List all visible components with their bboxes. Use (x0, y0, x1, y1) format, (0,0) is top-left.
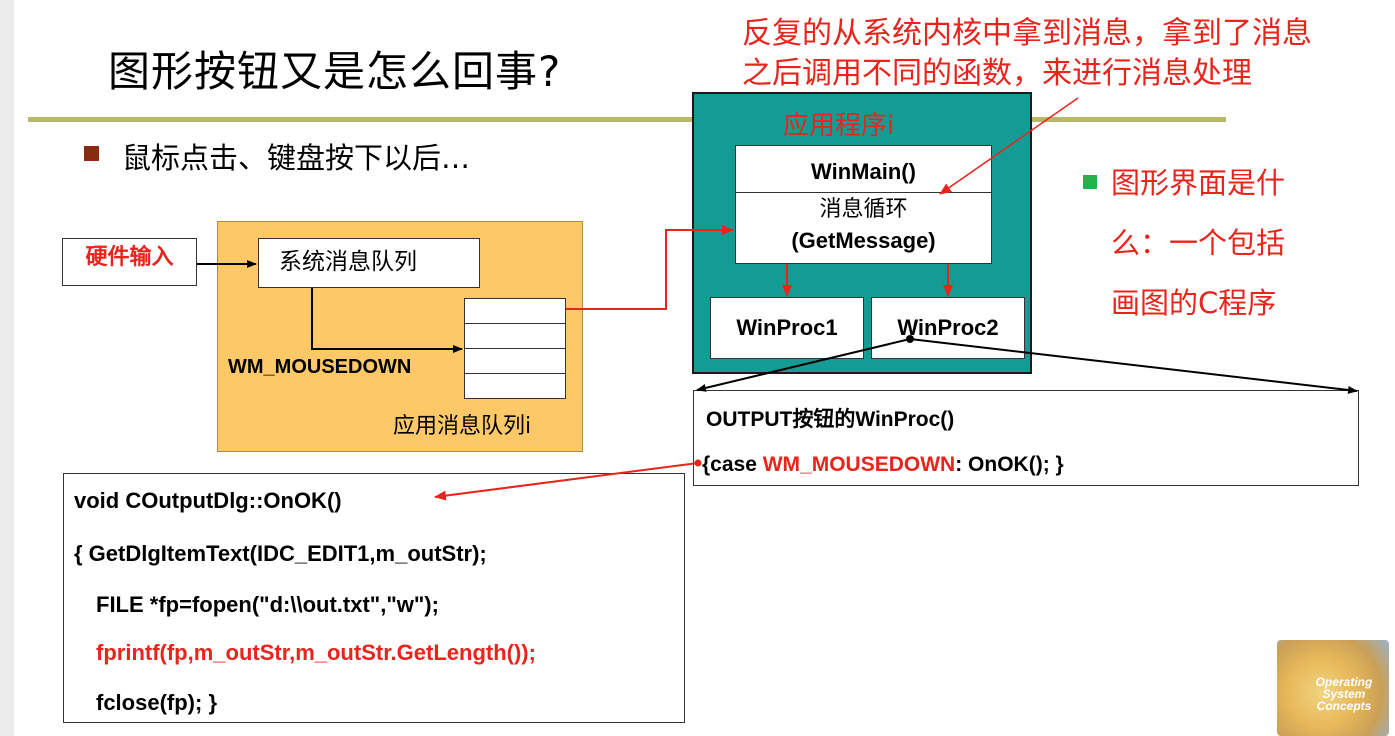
logo-line2: System (1322, 687, 1366, 701)
app-queue-stack (464, 298, 566, 399)
code-line-3: FILE *fp=fopen("d:\\out.txt","w"); (96, 592, 439, 617)
sysqueue-to-appqueue-arrow (311, 288, 463, 353)
hardware-input-box: 硬件输入 (62, 238, 197, 286)
logo-line1: Operating (1315, 675, 1373, 689)
green-bullet-square-icon (1083, 175, 1097, 189)
winproc2-left-arrow (696, 338, 911, 392)
case-suffix: : OnOK(); } (955, 453, 1064, 476)
appqueue-to-winmain-arrow (566, 225, 734, 310)
bullet-square-icon (84, 146, 99, 161)
output-case-line: {case WM_MOUSEDOWN: OnOK(); } (702, 453, 1064, 477)
queue-slot (464, 349, 566, 374)
app-queue-label: 应用消息队列i (393, 414, 532, 439)
left-bullet-text: 鼠标点击、键盘按下以后… (122, 141, 471, 175)
right-bullet-line3: 画图的C程序 (1111, 286, 1277, 320)
wm-mousedown-label: WM_MOUSEDOWN (228, 356, 412, 378)
case-prefix: {case (702, 453, 763, 476)
top-note-line1: 反复的从系统内核中拿到消息，拿到了消息 (742, 16, 1312, 51)
queue-slot (464, 324, 566, 349)
os-concepts-logo: Operating System Concepts (1277, 640, 1389, 736)
code-line-1: void COutputDlg::OnOK() (74, 488, 342, 513)
winproc1-box: WinProc1 (710, 297, 864, 359)
left-margin-strip (0, 0, 14, 736)
message-loop-label: 消息循环 (819, 196, 908, 221)
message-loop: 消息循环 (GetMessage) (736, 193, 991, 257)
case-message: WM_MOUSEDOWN (762, 453, 956, 476)
case-to-onok-arrow (434, 462, 699, 501)
winmain-box: WinMain() 消息循环 (GetMessage) (735, 145, 992, 264)
title-divider (28, 117, 1226, 122)
code-box: void COutputDlg::OnOK() { GetDlgItemText… (63, 473, 685, 723)
system-queue-box: 系统消息队列 (258, 238, 480, 288)
logo-line3: Concepts (1316, 699, 1372, 713)
slide-title: 图形按钮又是怎么回事? (108, 47, 562, 96)
queue-slot (464, 374, 566, 399)
code-line-5: fclose(fp); } (96, 690, 217, 715)
note-pointer-arrow (939, 97, 1079, 195)
winproc2-right-arrow (909, 338, 1358, 394)
application-title: 应用程序i (783, 111, 895, 141)
output-winproc-box: OUTPUT按钮的WinProc() {case WM_MOUSEDOWN: O… (693, 390, 1359, 486)
right-bullet-line1: 图形界面是什 (1111, 166, 1286, 200)
winmain-label: WinMain() (736, 146, 991, 193)
queue-slot (464, 298, 566, 324)
right-bullet-line2: 么：一个包括 (1111, 226, 1286, 260)
logo-text: Operating System Concepts (1299, 676, 1389, 712)
getmessage-label: (GetMessage) (791, 228, 936, 253)
top-note-line2: 之后调用不同的函数，来进行消息处理 (742, 56, 1252, 91)
code-line-4: fprintf(fp,m_outStr,m_outStr.GetLength()… (96, 640, 536, 665)
output-winproc-title: OUTPUT按钮的WinProc() (706, 408, 955, 431)
code-line-2: { GetDlgItemText(IDC_EDIT1,m_outStr); (74, 541, 487, 566)
